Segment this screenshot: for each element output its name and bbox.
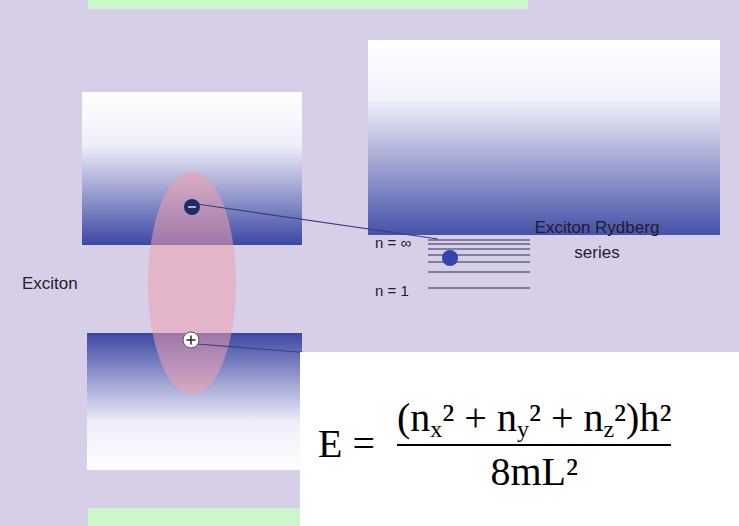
label-text: Exciton — [22, 274, 78, 293]
exciton-label: Exciton — [22, 272, 78, 297]
green-strip — [88, 508, 318, 526]
exciton-cloud — [148, 171, 236, 395]
band-detail — [368, 40, 720, 235]
leader-line — [197, 204, 438, 239]
formula-numerator: (nx² + ny² + nz²)h² — [397, 398, 671, 438]
electron — [184, 199, 200, 215]
formula-denominator: 8mL² — [490, 452, 578, 492]
hole — [183, 332, 199, 348]
fraction-bar — [397, 444, 671, 446]
formula-lhs: E = — [318, 424, 375, 464]
formula-text: E = — [318, 421, 375, 466]
rydberg-levels — [428, 240, 530, 288]
level-label: n = 1 — [375, 280, 409, 302]
level-label: n = ∞ — [375, 232, 411, 254]
formula-text: 8mL² — [490, 449, 578, 494]
label-text: n = ∞ — [375, 234, 411, 251]
formula-panel: E = (nx² + ny² + nz²)h² 8mL² — [300, 352, 739, 526]
exciton-dot — [442, 250, 458, 266]
label-text: n = 1 — [375, 282, 409, 299]
plus-sign — [190, 336, 192, 345]
formula-text: (nx² + ny² + nz²)h² — [397, 395, 671, 440]
series-label: Exciton Rydberg series — [522, 216, 672, 265]
label-text: Exciton Rydberg series — [535, 218, 660, 262]
minus-sign — [188, 206, 196, 208]
green-strip — [88, 0, 528, 9]
